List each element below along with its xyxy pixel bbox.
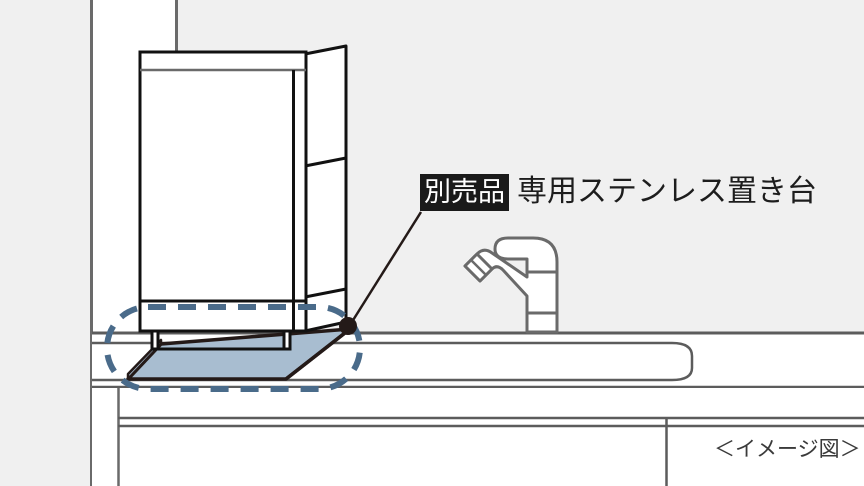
dishwasher-appliance <box>138 44 348 351</box>
sink-basin-outline <box>92 341 694 382</box>
leader-dot <box>339 317 357 335</box>
appliance-leg-left <box>150 329 160 351</box>
appliance-front-body <box>138 50 308 333</box>
leader-line <box>348 211 423 326</box>
appliance-leg-right <box>282 329 292 351</box>
faucet-spout-outline <box>463 236 559 334</box>
cabinet-face <box>92 388 864 486</box>
faucet-tip-line <box>470 259 487 276</box>
appliance-side-line-lower <box>304 287 347 299</box>
stand-plate-right-edge <box>284 327 352 381</box>
appliance-side-panel <box>303 44 348 333</box>
appliance-side-line-upper <box>304 156 347 168</box>
faucet <box>463 236 559 334</box>
